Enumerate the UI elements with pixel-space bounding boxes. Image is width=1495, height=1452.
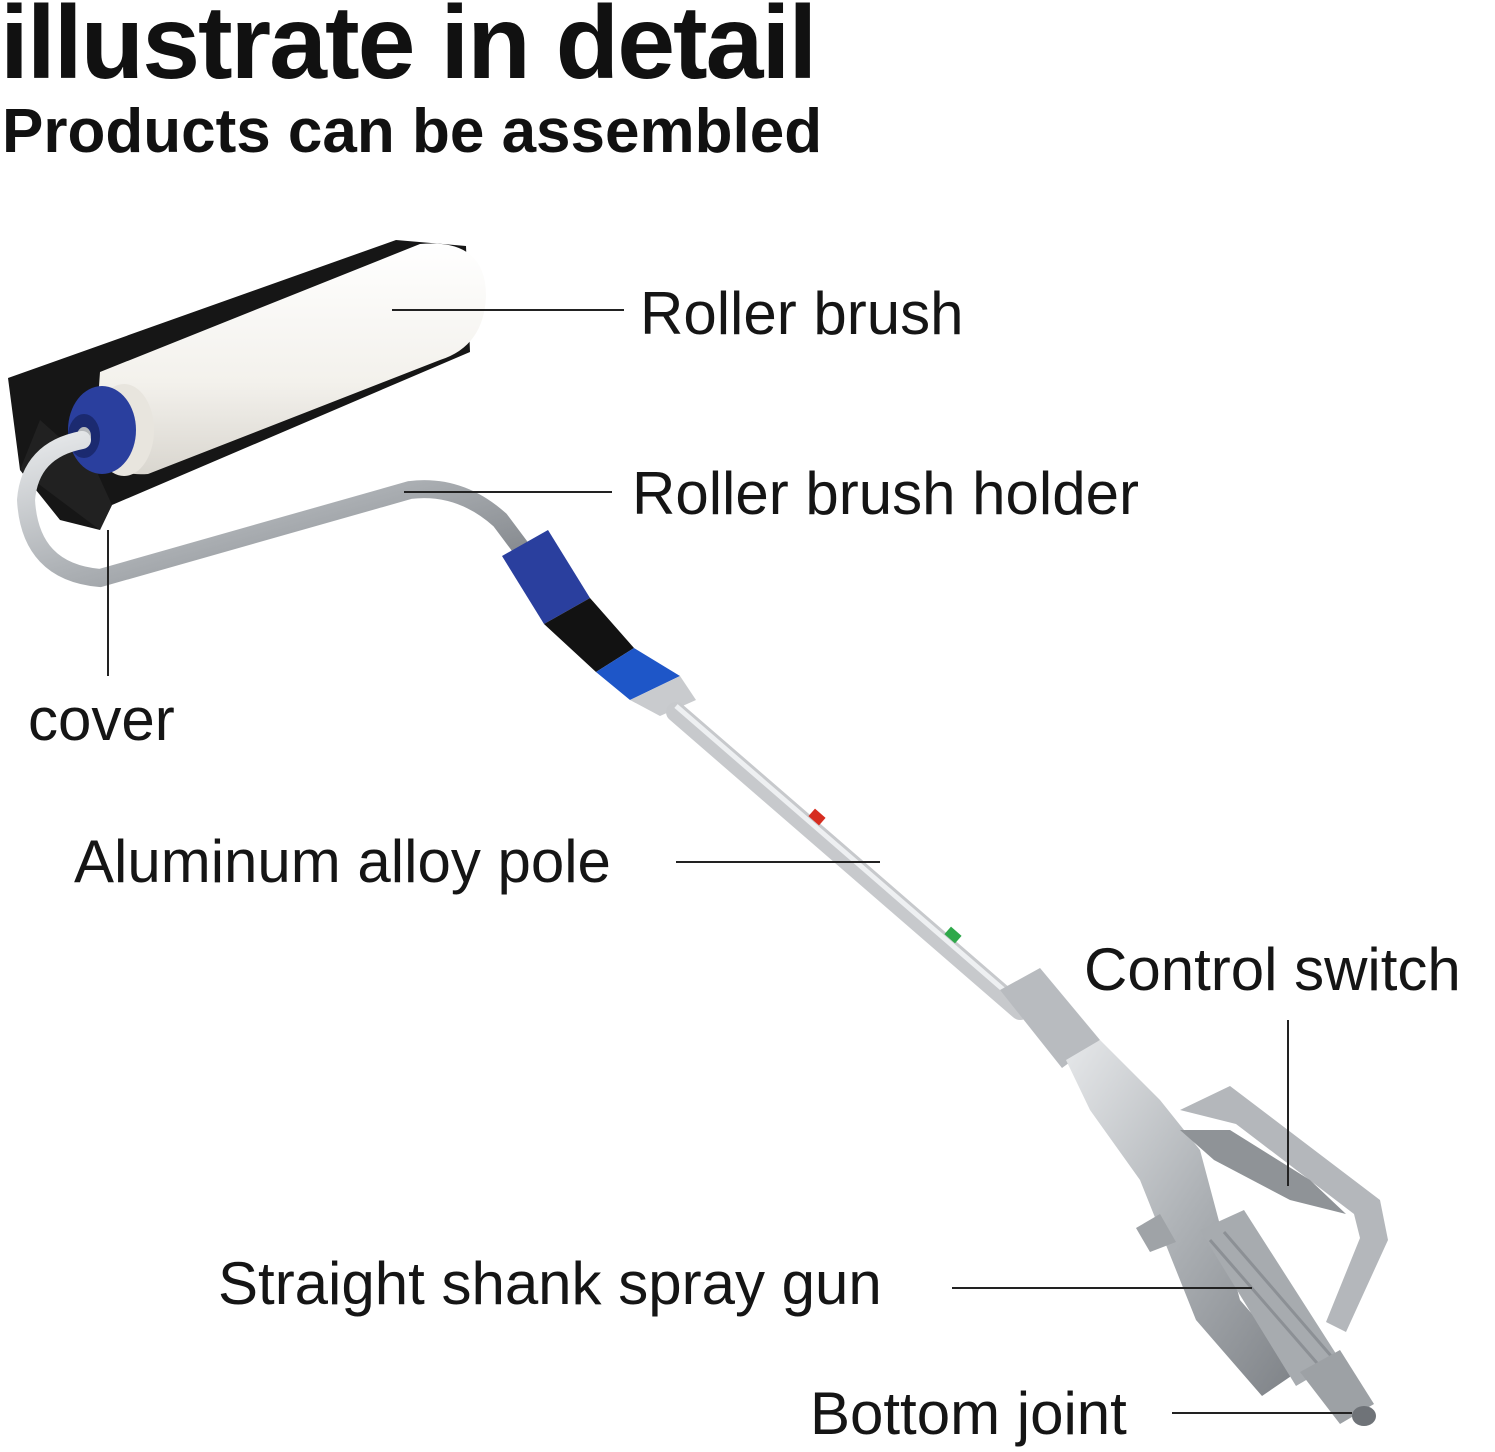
- control-switch-part: [1136, 1086, 1388, 1332]
- label-roller-brush-holder: Roller brush holder: [632, 460, 1139, 527]
- label-cover: cover: [28, 686, 175, 753]
- pole-connector: [502, 530, 696, 716]
- pole-gun-joint: [1000, 968, 1100, 1068]
- label-aluminum-alloy-pole: Aluminum alloy pole: [74, 828, 611, 895]
- roller-end-cap: [68, 386, 136, 474]
- label-bottom-joint: Bottom joint: [810, 1380, 1127, 1447]
- aluminum-pole-part: [666, 702, 1030, 1020]
- page-title: illustrate in detail: [0, 0, 817, 101]
- roller-brush-holder-part: [16, 431, 539, 588]
- label-roller-brush: Roller brush: [640, 280, 964, 347]
- bottom-joint-part: [1300, 1350, 1376, 1426]
- label-straight-shank-spray-gun: Straight shank spray gun: [218, 1250, 882, 1317]
- spray-gun-part: [1066, 1040, 1340, 1396]
- label-control-switch: Control switch: [1084, 936, 1461, 1003]
- page-subtitle: Products can be assembled: [2, 97, 823, 166]
